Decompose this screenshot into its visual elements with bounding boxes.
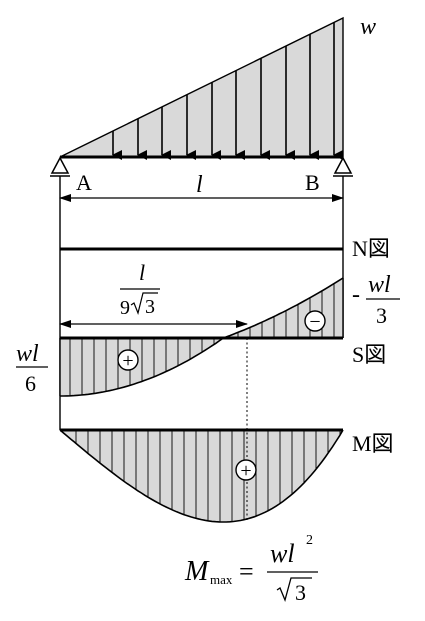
zero-point-denominator-coef: 9 bbox=[120, 297, 130, 319]
load-arrows bbox=[112, 22, 343, 160]
shear-minus-sign: − bbox=[309, 311, 320, 333]
moment-hatching bbox=[75, 430, 341, 522]
shear-negative-region bbox=[223, 278, 343, 338]
mmax-numerator: wl bbox=[270, 539, 295, 568]
moment-plus-sign: + bbox=[240, 460, 251, 482]
span-label: l bbox=[196, 172, 203, 198]
max-moment-formula: M max = wl 2 3 bbox=[184, 533, 318, 605]
moment-region bbox=[60, 430, 343, 522]
moment-plus-circle-icon bbox=[235, 459, 257, 481]
shear-plus-sign: + bbox=[122, 350, 133, 372]
moment-curve bbox=[59, 429, 344, 523]
zero-point-numerator: l bbox=[139, 260, 145, 285]
shear-plus-circle-icon bbox=[117, 349, 139, 371]
mmax-equals: = bbox=[239, 557, 254, 586]
distributed-load bbox=[59, 16, 344, 160]
mmax-symbol: M bbox=[184, 556, 210, 587]
s-diagram-label: S図 bbox=[352, 342, 386, 367]
moment-diagram bbox=[59, 428, 344, 523]
shear-left-numerator: wl bbox=[16, 341, 39, 367]
shear-right-numerator: wl bbox=[368, 272, 391, 298]
load-triangle bbox=[59, 16, 344, 158]
shear-curve bbox=[60, 277, 344, 397]
zero-point-sqrt-symbol bbox=[130, 292, 158, 315]
support-a-label: A bbox=[76, 170, 92, 195]
load-label: w bbox=[360, 14, 376, 40]
mmax-sqrt-symbol bbox=[276, 577, 312, 602]
mmax-denominator-root: 3 bbox=[295, 580, 306, 605]
mmax-subscript: max bbox=[210, 572, 233, 587]
shear-right-denominator: 3 bbox=[376, 303, 387, 328]
support-a-icon bbox=[50, 156, 70, 174]
zero-point-denominator-root: 3 bbox=[145, 296, 155, 318]
support-b-icon bbox=[333, 156, 353, 174]
shear-minus-circle-icon bbox=[304, 310, 326, 332]
m-diagram-label: M図 bbox=[352, 431, 394, 456]
mmax-exponent: 2 bbox=[306, 533, 313, 548]
shear-diagram bbox=[59, 277, 344, 397]
support-b-label: B bbox=[305, 170, 320, 195]
n-diagram-label: N図 bbox=[352, 236, 390, 261]
shear-left-denominator: 6 bbox=[25, 371, 36, 396]
shear-right-sign: - bbox=[352, 282, 360, 308]
